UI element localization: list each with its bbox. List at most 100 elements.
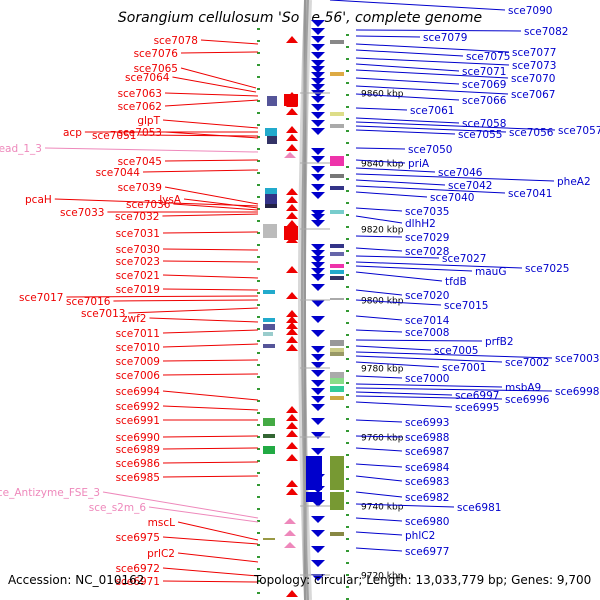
left-feature-label[interactable]: sce6972 — [116, 563, 160, 575]
right-feature-label[interactable]: sce6977 — [405, 546, 449, 558]
right-feature-label[interactable]: sce6993 — [405, 417, 449, 429]
right-feature-label[interactable]: sce7056 — [509, 127, 554, 139]
right-feature-label[interactable]: sce7050 — [408, 144, 452, 156]
left-feature-label[interactable]: sce7044 — [96, 167, 141, 179]
left-feature-label[interactable]: sce7017 — [19, 292, 63, 304]
right-feature-label[interactable]: sce7079 — [423, 32, 467, 44]
right-feature-label[interactable]: sce6987 — [405, 446, 449, 458]
right-feature-label[interactable]: sce7025 — [525, 263, 569, 275]
right-feature-label[interactable]: sce7015 — [444, 300, 488, 312]
right-feature-label[interactable]: sce7077 — [512, 47, 556, 59]
left-feature-label[interactable]: sce_s2m_6 — [89, 502, 147, 514]
left-feature-label[interactable]: sce7009 — [116, 356, 160, 368]
left-feature-label[interactable]: sce7065 — [134, 63, 178, 75]
left-feature-label[interactable]: sce6975 — [116, 532, 160, 544]
right-feature-label[interactable]: tfdB — [445, 276, 467, 288]
right-feature-label[interactable]: sce7090 — [508, 5, 552, 17]
left-feature-label[interactable]: pcaH — [25, 194, 52, 206]
left-feature-label[interactable]: sce7023 — [116, 256, 160, 268]
right-feature-label[interactable]: sce7041 — [508, 188, 552, 200]
left-feature-label[interactable]: sce7030 — [116, 244, 160, 256]
right-feature-label[interactable]: sce7002 — [505, 357, 549, 369]
right-feature-label[interactable]: sce7046 — [438, 167, 483, 179]
right-feature-label[interactable]: sce6988 — [405, 432, 449, 444]
right-feature-label[interactable]: sce7066 — [462, 95, 507, 107]
left-feature-label[interactable]: zwf2 — [122, 313, 146, 325]
right-feature-label[interactable]: sce6995 — [455, 402, 499, 414]
left-feature-label[interactable]: sce_Antizyme_FSE_3 — [0, 487, 100, 499]
right-feature-label[interactable]: sce7029 — [405, 232, 449, 244]
right-feature-label[interactable]: sce7067 — [511, 89, 555, 101]
left-feature-label[interactable]: sce7062 — [118, 101, 162, 113]
right-feature-label[interactable]: phlC2 — [405, 530, 435, 542]
left-feature-label[interactable]: sce6992 — [116, 401, 160, 413]
right-feature-label[interactable]: sce7005 — [434, 345, 478, 357]
left-feature-label[interactable]: sce_Hammerhead_1_3 — [0, 143, 42, 155]
right-feature-label[interactable]: sce6996 — [505, 394, 550, 406]
left-feature-label[interactable]: sce7032 — [115, 211, 159, 223]
left-feature-label[interactable]: sce7006 — [116, 370, 161, 382]
left-feature-label[interactable]: prlC2 — [147, 548, 175, 560]
right-feature-label[interactable]: sce7069 — [462, 79, 506, 91]
right-feature-label[interactable]: sce7000 — [405, 373, 449, 385]
right-feature-label[interactable]: sce6982 — [405, 492, 449, 504]
left-feature-label[interactable]: sce7053 — [118, 127, 162, 139]
left-feature-label[interactable]: lysA — [159, 194, 182, 206]
left-feature-label[interactable]: mscL — [148, 517, 175, 529]
right-feature-label[interactable]: sce7003 — [555, 353, 599, 365]
left-feature-label[interactable]: sce7021 — [116, 270, 160, 282]
right-feature-label[interactable]: dlhH2 — [405, 218, 436, 230]
right-feature-label[interactable]: sce7020 — [405, 290, 449, 302]
right-feature-label[interactable]: sce7027 — [442, 253, 486, 265]
left-feature-label[interactable]: sce7045 — [118, 156, 162, 168]
left-feature-label[interactable]: sce7064 — [125, 72, 170, 84]
left-feature-label[interactable]: sce7010 — [116, 342, 160, 354]
right-feature-label[interactable]: sce7075 — [466, 51, 510, 63]
right-feature-label[interactable]: sce6981 — [457, 502, 501, 514]
right-feature-label[interactable]: sce7058 — [462, 118, 506, 130]
right-feature-label[interactable]: sce7073 — [512, 60, 556, 72]
right-feature-label[interactable]: sce7028 — [405, 246, 449, 258]
right-feature-label[interactable]: sce7008 — [405, 327, 449, 339]
left-feature-label[interactable]: sce6994 — [116, 386, 161, 398]
right-feature-label[interactable]: sce7055 — [458, 129, 502, 141]
right-feature-label[interactable]: sce6980 — [405, 516, 449, 528]
right-feature-label[interactable]: sce7082 — [524, 26, 568, 38]
left-feature-label[interactable]: sce6971 — [116, 576, 160, 588]
left-feature-label[interactable]: sce7011 — [116, 328, 160, 340]
right-feature-label[interactable]: sce7040 — [430, 192, 474, 204]
right-feature-label[interactable]: msbA9 — [505, 382, 541, 394]
left-feature-label[interactable]: sce6989 — [116, 444, 160, 456]
right-feature-label[interactable]: priA — [408, 158, 430, 170]
right-feature-label[interactable]: mauG — [475, 266, 506, 278]
left-feature-label[interactable]: sce6986 — [116, 458, 161, 470]
left-feature-label[interactable]: sce7013 — [81, 308, 125, 320]
left-feature-label[interactable]: sce6985 — [116, 472, 160, 484]
left-feature-label[interactable]: sce7036 — [126, 199, 171, 211]
right-feature-label[interactable]: sce7042 — [448, 180, 492, 192]
right-feature-label[interactable]: sce6997 — [455, 390, 499, 402]
left-feature-label[interactable]: sce7078 — [154, 35, 198, 47]
left-feature-label[interactable]: sce7016 — [66, 296, 111, 308]
right-feature-label[interactable]: sce7070 — [511, 73, 555, 85]
right-feature-label[interactable]: sce6998 — [555, 386, 599, 398]
right-feature-label[interactable]: pheA2 — [557, 176, 591, 188]
right-feature-label[interactable]: sce6983 — [405, 476, 449, 488]
left-feature-label[interactable]: sce7019 — [116, 284, 160, 296]
left-feature-label[interactable]: sce7076 — [134, 48, 179, 60]
right-feature-label[interactable]: sce7057 — [558, 125, 600, 137]
right-feature-label[interactable]: sce6984 — [405, 462, 450, 474]
left-feature-label[interactable]: sce6990 — [116, 432, 160, 444]
left-feature-label[interactable]: sce6991 — [116, 415, 160, 427]
left-feature-label[interactable]: sce7051 — [92, 130, 136, 142]
right-feature-label[interactable]: sce7001 — [442, 362, 486, 374]
right-feature-label[interactable]: sce7061 — [410, 105, 454, 117]
right-feature-label[interactable]: sce7071 — [462, 66, 506, 78]
left-feature-label[interactable]: sce7063 — [118, 88, 162, 100]
right-feature-label[interactable]: sce7035 — [405, 206, 449, 218]
left-feature-label[interactable]: sce7031 — [116, 228, 160, 240]
left-feature-label[interactable]: sce7033 — [60, 207, 104, 219]
left-feature-label[interactable]: sce7039 — [118, 182, 162, 194]
right-feature-label[interactable]: sce7014 — [405, 315, 450, 327]
right-feature-label[interactable]: prfB2 — [485, 336, 514, 348]
